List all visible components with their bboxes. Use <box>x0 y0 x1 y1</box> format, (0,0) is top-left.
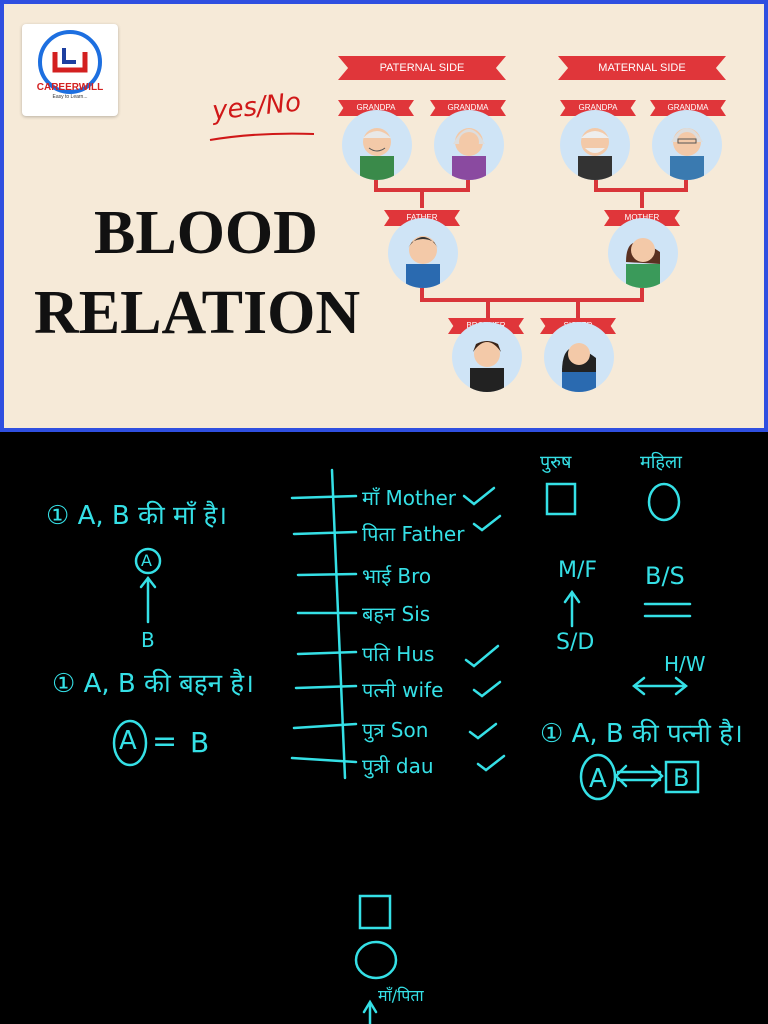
male-label: पुरुष <box>540 452 572 473</box>
thumbnail-panel: CAREERWILL Easy to Learn... yes/No BLOOD… <box>0 0 768 432</box>
tree-line <box>486 298 490 318</box>
statement-wife: ① A, B की पत्नी है। <box>540 719 743 749</box>
arrow-bottom-label: B <box>141 628 155 652</box>
relation-wife: पत्नी wife <box>362 678 444 702</box>
grandpa-avatar <box>342 110 412 180</box>
brother-avatar <box>452 322 522 392</box>
statement-sister: ① A, B की बहन है। <box>52 669 254 699</box>
equal-left: A <box>119 726 137 756</box>
yes-no-note: yes/No <box>210 87 303 127</box>
tree-line <box>576 298 580 318</box>
maternal-grandma-label: GRANDMA <box>650 100 726 116</box>
bs-label: B/S <box>645 562 685 590</box>
tree-line <box>640 280 644 300</box>
rel-right: B <box>673 764 690 792</box>
father-avatar <box>388 218 458 288</box>
grandma-avatar <box>434 110 504 180</box>
relation-father: पिता Father <box>362 522 465 546</box>
mf-label: M/F <box>558 558 598 583</box>
grandpa-avatar <box>560 110 630 180</box>
paternal-grandpa-label: GRANDPA <box>338 100 414 116</box>
tree-line <box>684 168 688 192</box>
grandma-avatar <box>652 110 722 180</box>
rel-left: A <box>589 764 607 794</box>
title-line2: RELATION <box>34 279 361 347</box>
bottom-label: माँ/पिता <box>378 986 424 1005</box>
equal-right: B <box>190 726 210 759</box>
maternal-side-label: MATERNAL SIDE <box>558 56 726 80</box>
relation-son: पुत्र Son <box>362 718 429 742</box>
chalkboard-drawing <box>112 468 700 1024</box>
mother-avatar <box>608 218 678 288</box>
hw-label: H/W <box>664 652 706 676</box>
equal-sign: = <box>152 724 178 759</box>
logo-emblem-icon <box>38 30 102 94</box>
relation-daughter: पुत्री dau <box>362 754 434 778</box>
tree-line <box>420 280 424 300</box>
tree-line <box>420 298 644 302</box>
relation-sister: बहन Sis <box>362 602 431 626</box>
tree-line <box>420 188 424 208</box>
relation-mother: माँ Mother <box>362 486 457 510</box>
careerwill-logo: CAREERWILL Easy to Learn... <box>22 24 118 116</box>
relation-husband: पति Hus <box>362 642 435 666</box>
maternal-grandpa-label: GRANDPA <box>560 100 636 116</box>
tree-line <box>594 168 598 192</box>
paternal-grandma-label: GRANDMA <box>430 100 506 116</box>
statement-mother: ① A, B की माँ है। <box>46 501 228 531</box>
tree-line <box>374 168 378 192</box>
relation-brother: भाई Bro <box>362 564 432 588</box>
sd-label: S/D <box>556 630 595 655</box>
logo-tagline: Easy to Learn... <box>52 94 88 100</box>
tree-line <box>640 188 644 208</box>
title-line1: BLOOD <box>94 199 318 267</box>
paternal-side-label: PATERNAL SIDE <box>338 56 506 80</box>
sister-avatar <box>544 322 614 392</box>
logo-name: CAREERWILL <box>36 82 104 93</box>
underline-icon <box>209 132 315 141</box>
female-label: महिला <box>640 452 682 473</box>
arrow-top-label: A <box>141 551 152 570</box>
tree-line <box>466 168 470 192</box>
